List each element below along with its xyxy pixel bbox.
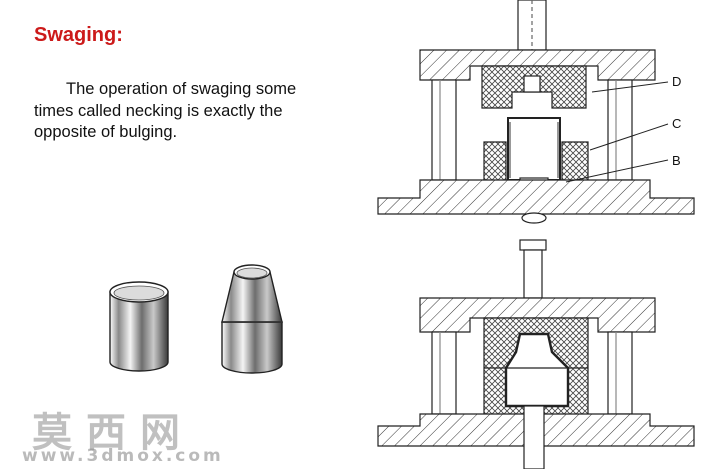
guide-pillar-right [607,331,633,415]
necked-tube-drawing [221,264,283,374]
slide-title: Swaging: [34,24,123,46]
swaged-tube [504,332,570,408]
guide-pillar-right [607,79,633,181]
press-after-diagram [377,239,695,469]
punch-cap [519,239,547,251]
label-b: B [672,153,681,168]
watermark-logo: 莫西网 [32,410,194,456]
base-plate [377,179,695,215]
paragraph-line: The operation of swaging some [66,80,297,98]
paragraph-line: times called necking is exactly the [34,101,283,120]
paragraph-line: opposite of bulging. [34,123,178,141]
tube-blank [507,117,561,181]
label-d: D [672,74,681,89]
punch-rod [523,249,543,299]
guide-pillar-left [431,79,457,181]
watermark-url: www.3dmox.com [22,446,224,466]
leader-lines [565,81,669,183]
guide-pillar-left [431,331,457,415]
label-c: C [672,116,681,131]
straight-tube-drawing [109,281,169,372]
description-paragraph: The operation of swaging some times call… [34,79,344,144]
ejector-rod [523,405,545,469]
press-before-diagram [377,0,695,224]
